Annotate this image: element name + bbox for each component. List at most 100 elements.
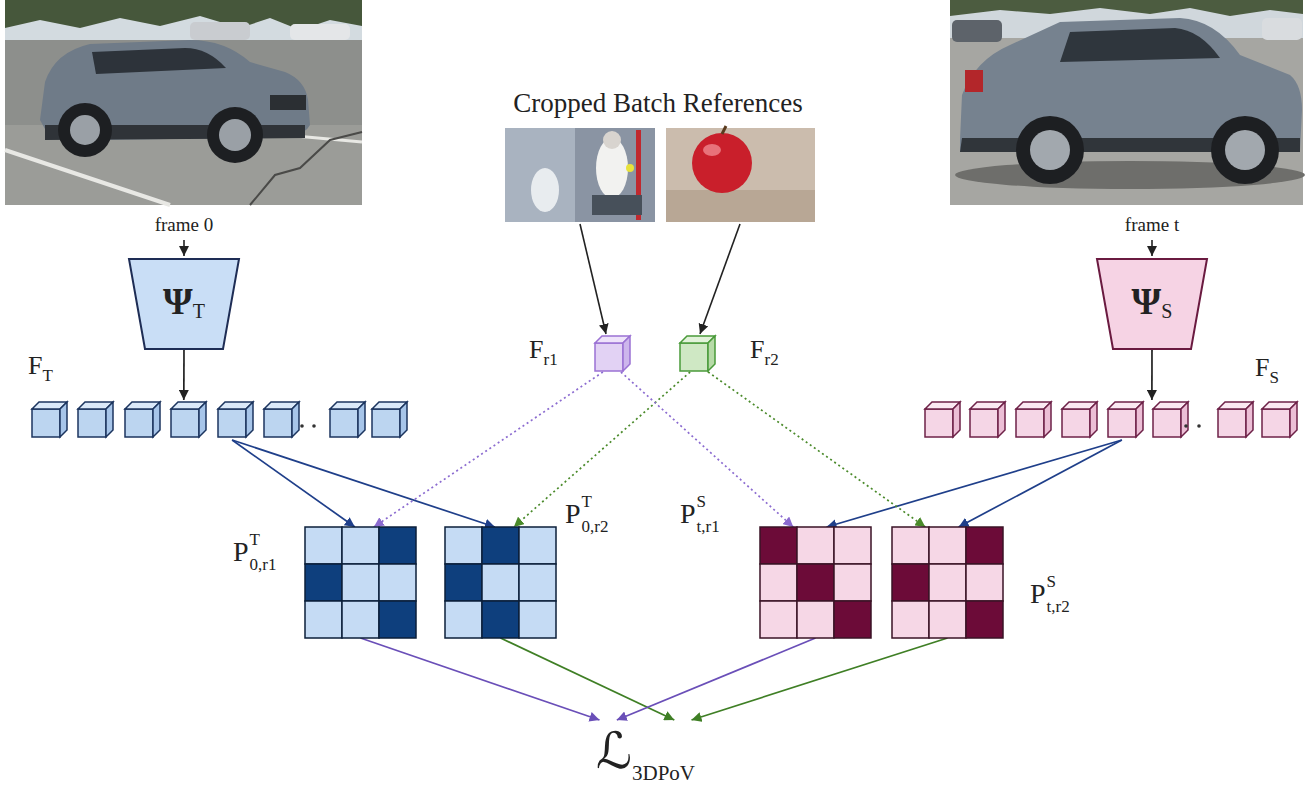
trapezoid-shape	[1097, 259, 1207, 349]
node-outline	[445, 527, 556, 638]
feature-label: Fr1	[529, 336, 558, 365]
cube-side	[953, 402, 960, 437]
encoder-trapezoid: ΨS	[1096, 258, 1208, 350]
background-car	[190, 22, 250, 40]
node-outline	[892, 527, 1003, 638]
matrix-cell-high	[482, 601, 519, 638]
rim	[1030, 130, 1070, 170]
cube-side	[60, 402, 67, 437]
car-grille	[270, 95, 306, 110]
connector-arrow	[1151, 350, 1153, 400]
table	[666, 190, 815, 222]
background-car	[290, 24, 350, 40]
cube-front	[125, 409, 153, 437]
figure-legs	[592, 195, 642, 215]
ellipsis-dot	[1184, 424, 1188, 428]
cube-side	[400, 402, 407, 437]
node-outline	[595, 336, 631, 372]
blurred-figure	[531, 168, 559, 212]
matrix-cell-low	[379, 564, 416, 601]
connector-arrow	[692, 638, 948, 720]
node-outline	[922, 400, 1302, 440]
matrix-cell-high	[305, 564, 342, 601]
matrix-symbol: P	[680, 500, 696, 528]
matrix-subscript: 0,r1	[250, 556, 277, 573]
loss-symbol: ℒ	[596, 722, 632, 780]
wheel	[58, 103, 112, 157]
matrix-cell-low	[929, 527, 966, 564]
cube-front	[1108, 409, 1136, 437]
matrix-cell-high	[892, 564, 929, 601]
matrix-superscript: T	[250, 531, 277, 548]
cube-side	[1181, 402, 1188, 437]
sky	[5, 0, 362, 40]
crack	[250, 132, 362, 205]
crop-ground	[666, 128, 815, 222]
index-stack: St,r1	[697, 493, 720, 535]
feature-symbol: F	[1255, 353, 1269, 382]
feature-label: FT	[28, 352, 53, 381]
matrix-cell-low	[305, 527, 342, 564]
cube-side	[1290, 402, 1297, 437]
cube-side	[358, 402, 365, 437]
encoder-symbol: Ψ	[163, 282, 193, 320]
similarity-matrix: PSt,r2	[892, 527, 1003, 638]
reference-crop-1	[505, 128, 655, 222]
cube-front	[680, 343, 708, 371]
ellipsis-dot	[300, 424, 304, 428]
cube-side	[292, 402, 299, 437]
figure-head	[603, 131, 621, 149]
reference-arrow	[580, 224, 606, 334]
cube-front	[1218, 409, 1246, 437]
matrix-label: PSt,r1	[680, 493, 720, 535]
matrix-symbol: P	[1030, 580, 1046, 608]
background-car	[952, 20, 1002, 42]
matrix-cell-low	[445, 601, 482, 638]
matrix-symbol: P	[565, 500, 581, 528]
cube-front	[970, 409, 998, 437]
car-window	[92, 48, 226, 74]
cube-front	[264, 409, 292, 437]
matrix-cell-low	[892, 527, 929, 564]
matrix-superscript: T	[582, 493, 609, 510]
cube-side	[106, 402, 113, 437]
feature-label: FS	[1255, 354, 1279, 383]
matrix-cell-low	[834, 527, 871, 564]
dotted-connector	[514, 372, 690, 527]
reference-crop-2	[666, 126, 815, 222]
parking-line	[5, 150, 170, 205]
matrix-cell-low	[760, 601, 797, 638]
matrix-cell-low	[929, 564, 966, 601]
similarity-matrix: PT0,r1	[305, 527, 416, 638]
cube-front	[330, 409, 358, 437]
cube-side	[199, 402, 206, 437]
cube-front	[595, 343, 623, 371]
encoder-label: ΨS	[1096, 258, 1208, 350]
matrix-cell-low	[834, 564, 871, 601]
matrix-cell-low	[519, 601, 556, 638]
connector-arrow	[501, 638, 675, 720]
matrix-cell-low	[892, 601, 929, 638]
cube-front	[1153, 409, 1181, 437]
similarity-matrix: PSt,r1	[760, 527, 871, 638]
cube-front	[372, 409, 400, 437]
matrix-cell-low	[519, 527, 556, 564]
connector-arrow	[827, 440, 1122, 527]
ellipsis-dot	[312, 424, 316, 428]
node-outline	[305, 527, 416, 638]
input-label: frame 0	[155, 214, 214, 236]
cube-side	[1246, 402, 1253, 437]
tail-light	[965, 70, 983, 92]
matrix-cell-low	[482, 564, 519, 601]
apple	[692, 133, 752, 193]
encoder-trapezoid: ΨT	[128, 258, 240, 350]
matrix-subscript: t,r2	[1047, 598, 1070, 615]
input-label: frame t	[1125, 214, 1179, 236]
matrix-cell-low	[966, 564, 1003, 601]
cube-side	[246, 402, 253, 437]
encoder-subscript: S	[1161, 301, 1172, 321]
rim	[219, 119, 251, 151]
